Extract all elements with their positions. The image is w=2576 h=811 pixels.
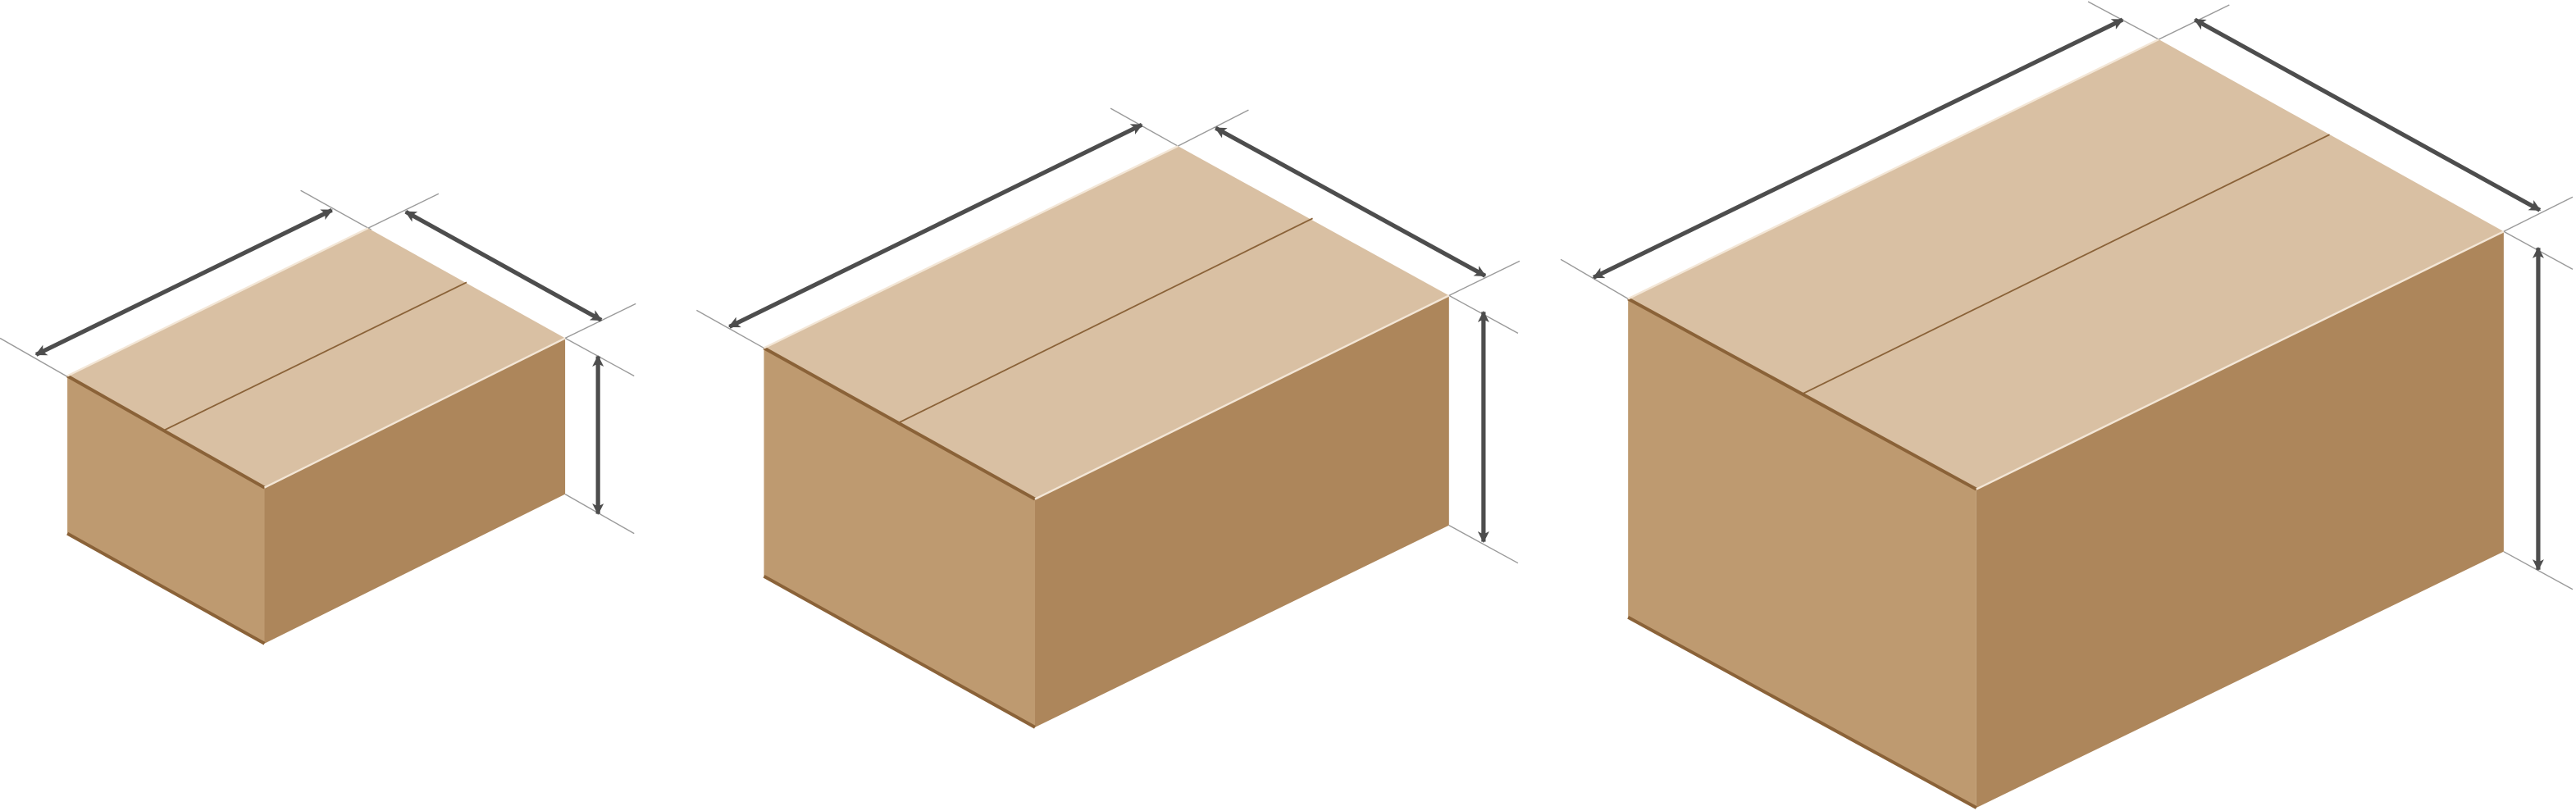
- small-box: [0, 189, 636, 645]
- guide-line: [1448, 525, 1519, 564]
- large-box: [1560, 1, 2574, 809]
- box-left-face: [764, 348, 1036, 727]
- top-front-edge: [66, 374, 266, 490]
- guide-line: [1448, 260, 1521, 296]
- guide-line: [300, 189, 372, 230]
- width-dimension-arrow: [2194, 17, 2542, 212]
- top-highlight-edge: [1976, 230, 2505, 490]
- top-front-edge: [1627, 297, 1977, 491]
- length-dimension-arrow: [1592, 17, 2124, 280]
- box-right-face: [1976, 231, 2504, 808]
- length-dimension-arrow: [728, 122, 1143, 329]
- bottom-edge: [763, 574, 1036, 729]
- box-left-face: [67, 376, 265, 644]
- top-front-edge: [763, 346, 1036, 501]
- guide-line: [1177, 109, 1249, 147]
- guide-line: [0, 337, 70, 379]
- bottom-edge: [66, 531, 266, 645]
- length-dimension-arrow: [34, 207, 333, 357]
- top-highlight-edge: [263, 337, 566, 489]
- top-highlight-edge: [1034, 294, 1450, 500]
- guide-line: [2503, 196, 2574, 232]
- guide-line: [1110, 107, 1179, 147]
- guide-line: [367, 193, 440, 229]
- width-dimension-arrow: [404, 209, 603, 322]
- box-left-face: [1628, 298, 1976, 808]
- width-dimension-arrow: [1215, 125, 1487, 278]
- box-right-face: [264, 338, 566, 644]
- medium-box: [696, 107, 1521, 729]
- guide-line: [2087, 1, 2159, 40]
- bottom-edge: [1627, 616, 1977, 809]
- box-right-face: [1035, 295, 1449, 727]
- guide-line: [696, 309, 764, 349]
